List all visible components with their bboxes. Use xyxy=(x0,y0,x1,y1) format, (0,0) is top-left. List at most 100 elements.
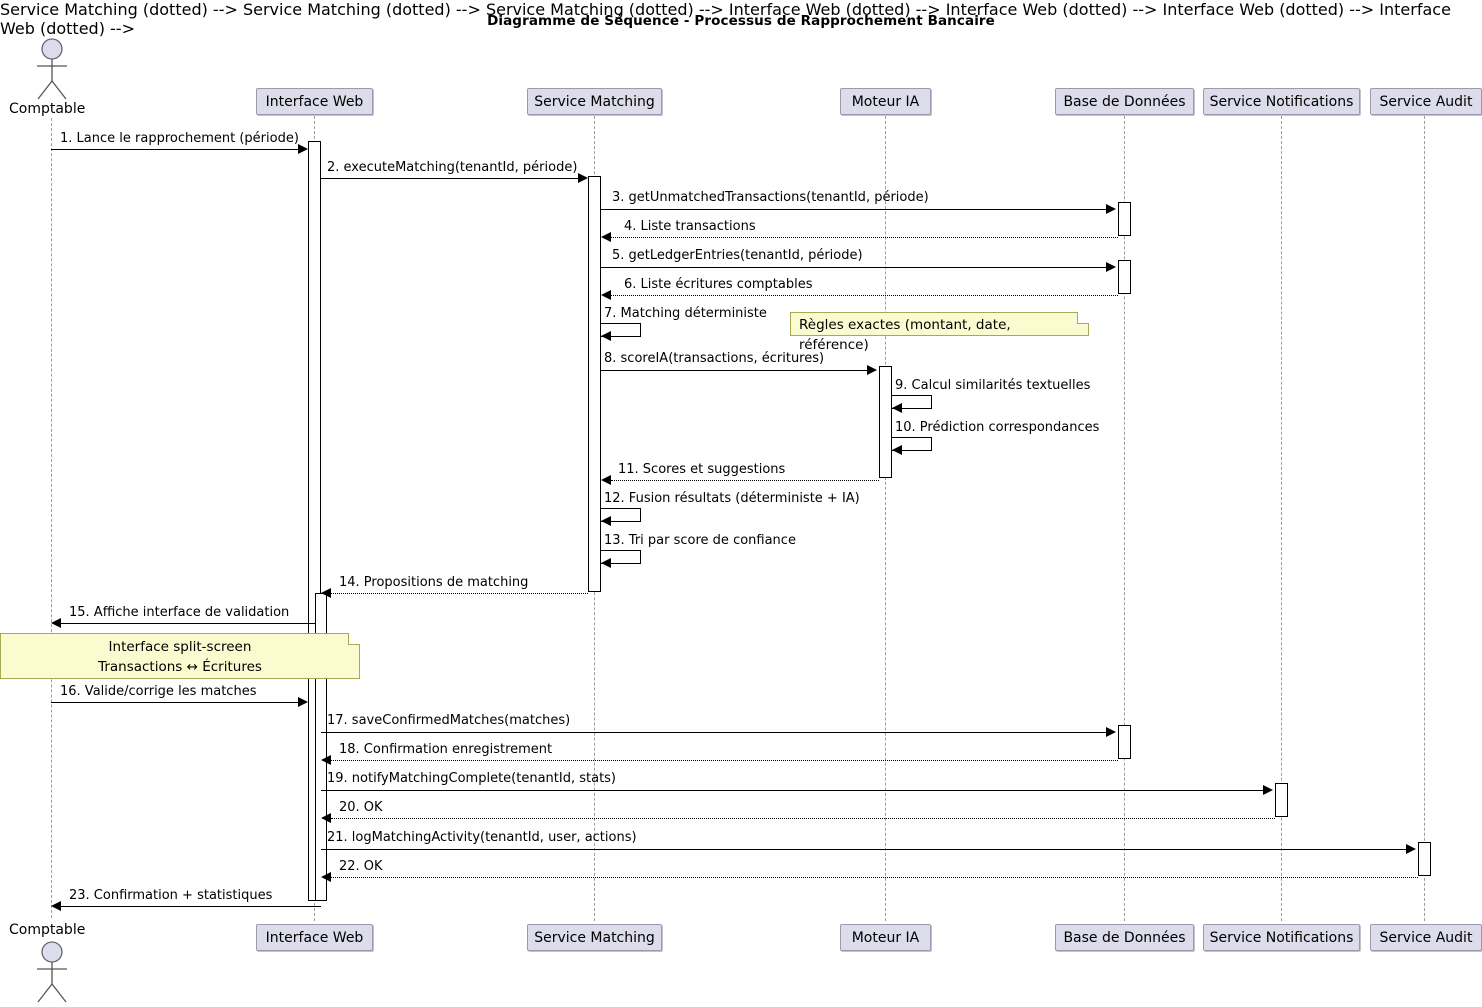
message-line-21 xyxy=(321,849,1407,850)
activation-moteur-ia xyxy=(879,366,892,478)
message-line-5 xyxy=(601,267,1107,268)
message-selfloop-9 xyxy=(892,395,932,409)
message-line-23 xyxy=(61,906,321,907)
message-arrow-22 xyxy=(321,872,331,882)
participant-service-notifications-top[interactable]: Service Notifications xyxy=(1203,88,1360,115)
message-arrow-4 xyxy=(601,232,611,242)
participant-moteur-ia-top[interactable]: Moteur IA xyxy=(840,88,931,115)
actor-comptable-top xyxy=(25,38,79,100)
message-label-5: 5. getLedgerEntries(tenantId, période) xyxy=(612,248,863,263)
message-line-17 xyxy=(321,732,1107,733)
participant-interface-web-bottom[interactable]: Interface Web xyxy=(256,924,373,951)
message-label-7: 7. Matching déterministe xyxy=(604,306,767,321)
message-label-11: 11. Scores et suggestions xyxy=(618,462,786,477)
message-arrow-2 xyxy=(578,173,588,183)
message-line-4 xyxy=(611,237,1118,238)
participant-service-matching-top[interactable]: Service Matching xyxy=(527,88,662,115)
message-selfloop-12 xyxy=(601,508,641,522)
message-label-13: 13. Tri par score de confiance xyxy=(604,533,796,548)
note-fold-corner xyxy=(348,633,360,645)
message-arrow-6 xyxy=(601,290,611,300)
message-arrow-12 xyxy=(601,516,611,526)
message-arrow-16 xyxy=(298,697,308,707)
message-arrow-21 xyxy=(1406,844,1416,854)
message-arrow-8 xyxy=(867,365,877,375)
message-line-8 xyxy=(601,370,868,371)
note-fold-corner xyxy=(1077,312,1089,324)
actor-figure-icon xyxy=(37,941,67,1003)
message-arrow-11 xyxy=(601,475,611,485)
message-arrow-10 xyxy=(892,445,902,455)
message-arrow-23 xyxy=(51,901,61,911)
message-label-16: 16. Valide/corrige les matches xyxy=(60,684,257,699)
message-arrow-13 xyxy=(601,558,611,568)
activation-base-de-donnees-1 xyxy=(1118,202,1131,236)
message-label-19: 19. notifyMatchingComplete(tenantId, sta… xyxy=(327,771,617,786)
message-label-10: 10. Prédiction correspondances xyxy=(895,420,1100,435)
message-label-21: 21. logMatchingActivity(tenantId, user, … xyxy=(327,830,637,845)
message-label-6: 6. Liste écritures comptables xyxy=(624,277,813,292)
activation-service-audit xyxy=(1418,842,1431,876)
participant-interface-web-top[interactable]: Interface Web xyxy=(256,88,373,115)
participant-service-audit-bottom[interactable]: Service Audit xyxy=(1370,924,1482,951)
message-line-1 xyxy=(51,149,299,150)
message-label-18: 18. Confirmation enregistrement xyxy=(339,742,553,757)
note-interface-split-screen: Interface split-screen Transactions ↔ Éc… xyxy=(0,633,360,679)
message-selfloop-13 xyxy=(601,550,641,564)
actor-label-bottom: Comptable xyxy=(9,922,86,938)
message-line-3 xyxy=(601,209,1107,210)
lifeline-comptable xyxy=(51,118,52,918)
activation-base-de-donnees-2 xyxy=(1118,260,1131,294)
lifeline-service-audit xyxy=(1424,116,1425,921)
diagram-title: Diagramme de Séquence - Processus de Rap… xyxy=(487,13,995,29)
participant-service-audit-top[interactable]: Service Audit xyxy=(1370,88,1482,115)
message-line-22 xyxy=(331,877,1418,878)
message-label-1: 1. Lance le rapprochement (période) xyxy=(60,131,299,146)
lifeline-base-de-donnees xyxy=(1124,116,1125,921)
message-selfloop-10 xyxy=(892,437,932,451)
participant-base-de-donnees-top[interactable]: Base de Données xyxy=(1055,88,1194,115)
activation-service-matching xyxy=(588,176,601,592)
message-selfloop-7 xyxy=(601,323,641,337)
message-arrow-9 xyxy=(892,403,902,413)
message-arrow-17 xyxy=(1106,727,1116,737)
message-label-8: 8. scoreIA(transactions, écritures) xyxy=(604,351,825,366)
actor-label-top: Comptable xyxy=(9,101,86,117)
message-label-20: 20. OK xyxy=(339,800,383,815)
note-splitscreen-line2: Transactions ↔ Écritures xyxy=(98,658,262,675)
lifeline-service-notifications xyxy=(1281,116,1282,921)
message-arrow-18 xyxy=(321,755,331,765)
note-regles-text: Règles exactes (montant, date, référence… xyxy=(799,317,1011,353)
message-label-3: 3. getUnmatchedTransactions(tenantId, pé… xyxy=(612,190,929,205)
participant-service-notifications-bottom[interactable]: Service Notifications xyxy=(1203,924,1360,951)
actor-comptable-bottom xyxy=(25,941,79,1003)
activation-base-de-donnees-3 xyxy=(1118,725,1131,759)
message-arrow-3 xyxy=(1106,204,1116,214)
message-arrow-7 xyxy=(601,331,611,341)
participant-service-matching-bottom[interactable]: Service Matching xyxy=(527,924,662,951)
note-regles-exactes: Règles exactes (montant, date, référence… xyxy=(790,312,1089,353)
actor-figure-icon xyxy=(37,38,67,100)
message-label-12: 12. Fusion résultats (déterministe + IA) xyxy=(604,491,860,506)
message-label-22: 22. OK xyxy=(339,859,383,874)
message-line-18 xyxy=(331,760,1118,761)
message-label-15: 15. Affiche interface de validation xyxy=(69,605,290,620)
message-arrow-19 xyxy=(1263,785,1273,795)
message-line-20 xyxy=(331,818,1275,819)
message-line-6 xyxy=(611,295,1118,296)
participant-moteur-ia-bottom[interactable]: Moteur IA xyxy=(840,924,931,951)
participant-base-de-donnees-bottom[interactable]: Base de Données xyxy=(1055,924,1194,951)
message-line-16 xyxy=(51,702,299,703)
message-arrow-15 xyxy=(51,618,61,628)
message-label-9: 9. Calcul similarités textuelles xyxy=(895,378,1091,393)
note-splitscreen-line1: Interface split-screen xyxy=(108,639,252,655)
message-label-17: 17. saveConfirmedMatches(matches) xyxy=(327,713,571,728)
message-line-15 xyxy=(61,623,315,624)
message-label-2: 2. executeMatching(tenantId, période) xyxy=(327,160,578,175)
activation-service-notifications xyxy=(1275,783,1288,817)
message-line-11 xyxy=(611,480,879,481)
lifeline-moteur-ia xyxy=(885,116,886,921)
message-label-4: 4. Liste transactions xyxy=(624,219,756,234)
message-line-14 xyxy=(331,593,588,594)
